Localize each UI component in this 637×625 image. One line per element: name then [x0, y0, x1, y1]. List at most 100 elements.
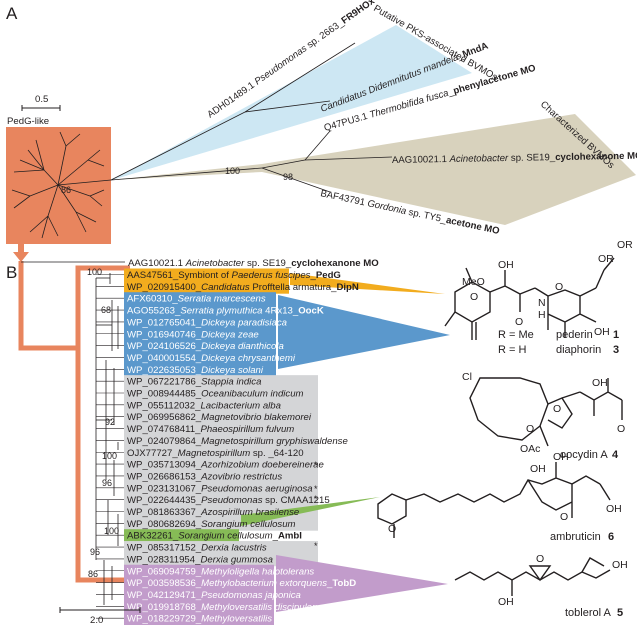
- characterized-bvmo-band: [112, 114, 636, 225]
- pederin-name: pederin: [556, 329, 593, 341]
- oocydin-cl: Cl: [462, 371, 472, 383]
- panel-a-branches: [110, 42, 393, 193]
- scale-bar-a-label: 0.5: [35, 94, 48, 105]
- toblerol-o: O: [536, 553, 544, 565]
- panel-b-label: B: [6, 263, 17, 282]
- scale-bar-b-label: 2.0: [90, 615, 103, 625]
- leaf-ped-1: WP_020915400_Candidatus Profftella armat…: [127, 282, 359, 293]
- unrooted-tree: [11, 131, 112, 239]
- bootstrap-b-1: 68: [101, 305, 111, 315]
- leaf-tob-2: WP_042129471_Pseudomonas japonica: [127, 590, 301, 601]
- diaphorin-r2: R = H: [498, 344, 526, 356]
- pederin-ome: MeO: [462, 276, 485, 288]
- pederin-or-1: OR: [598, 253, 614, 265]
- oocydin-number: 4: [612, 449, 619, 461]
- leaf-outgroup-cyclohexanone: AAG10021.1 Acinetobacter sp. SE19_cycloh…: [128, 258, 379, 269]
- leaf-ooc-5: WP_040001554_Dickeya chrysanthemi: [127, 353, 296, 364]
- leaf-gray1-0: WP_067221786_Stappia indica: [127, 377, 261, 388]
- ambruticin-name: ambruticin: [550, 531, 601, 543]
- panel-a-label: A: [6, 4, 18, 23]
- toblerol-oh-1: OH: [498, 596, 514, 608]
- pederin-or-2: OR: [617, 239, 633, 251]
- pederin-o-3: O: [470, 291, 478, 303]
- leaf-gray1-8: WP_026686153_Azovibrio restrictus: [127, 471, 282, 482]
- leaf-gray1-3: WP_069956862_Magnetovibrio blakemorei: [127, 412, 312, 423]
- ambruticin-structure: O OH OH O OH ambruticin 6: [377, 451, 622, 543]
- bootstrap-a-inner: 86: [61, 185, 71, 195]
- diaphorin-number: 3: [613, 344, 619, 356]
- toblerol-structure: OH O OH toblerol A 5: [454, 553, 628, 619]
- gray1-clade-box: [124, 375, 318, 531]
- pederin-o-1: O: [515, 316, 523, 328]
- oocydin-o-ring: O: [553, 403, 561, 415]
- ooc-clade-box: [124, 292, 276, 377]
- pederin-n: N: [538, 297, 546, 309]
- leaf-gray1-11: WP_081863367_Azospirillum brasilense: [127, 507, 299, 518]
- bootstrap-a-char: 98: [283, 172, 293, 182]
- leaf-gray1-12: WP_080682694_Sorangium cellulosum: [127, 519, 296, 530]
- asterisk-4: *: [314, 541, 318, 551]
- asterisk-1: *: [314, 460, 318, 470]
- pederin-oh-1: OH: [498, 259, 514, 271]
- pederin-structure: MeO OH N H O O O OH OR OR R = Me pederin…: [444, 239, 633, 356]
- ped-wedge: [290, 273, 445, 294]
- ambruticin-o-1: O: [388, 523, 396, 535]
- leaf-amb-0: ABK32261_Sorangium cellulosum_AmbI: [127, 531, 302, 542]
- tob-wedge: [276, 555, 448, 612]
- ooc-wedge: [278, 295, 450, 369]
- pederin-r1: R = Me: [498, 329, 534, 341]
- bootstrap-b-6: 96: [90, 547, 100, 557]
- leaf-tob-0: WP_069094759_Methyloligella halotolerans: [127, 566, 314, 577]
- connector-stem: [18, 244, 24, 254]
- leaf-gray2-1: WP_028311954_Derxia gummosa: [127, 554, 273, 565]
- bootstrap-b-0: 100: [87, 267, 102, 277]
- oocydin-o-lactone: O: [526, 423, 534, 435]
- leaf-ooc-1: AGO55263_Serratia plymuthica 4Rx13_OocK: [127, 306, 324, 317]
- amb-clade-box: [124, 529, 239, 543]
- ambruticin-number: 6: [608, 531, 614, 543]
- ambruticin-oh-2: OH: [530, 463, 546, 475]
- connector-arrow-head: [13, 252, 29, 262]
- bootstrap-b-7: 86: [88, 569, 98, 579]
- toblerol-number: 5: [617, 607, 623, 619]
- oocydin-name: oocydin A: [560, 449, 608, 461]
- amb-wedge: [241, 497, 380, 526]
- ambruticin-oh-3: OH: [606, 503, 622, 515]
- leaf-gray1-4: WP_074768411_Phaeospirillum fulvum: [127, 424, 294, 435]
- leaf-gray1-10: WP_022644435_Pseudomonas sp. CMAA1215: [127, 495, 330, 506]
- ambruticin-o-2: O: [560, 511, 568, 523]
- leaf-gray2-0: WP_085317152_Derxia lacustris: [127, 543, 267, 554]
- leaf-ooc-6: WP_022635053_Dickeya solani: [127, 365, 264, 376]
- leaf-ooc-0: AFX60310_Serratia marcescens: [127, 294, 266, 305]
- leaf-gray1-2: WP_055112032_Lacibacterium alba: [127, 400, 281, 411]
- asterisk-3: *: [314, 494, 318, 504]
- toblerol-oh-2: OH: [612, 559, 628, 571]
- bootstrap-b-3: 100: [102, 451, 117, 461]
- leaf-gray1-1: WP_008944485_Oceanibaculum indicum: [127, 389, 304, 400]
- leaf-ooc-3: WP_016940746_Dickeya zeae: [127, 329, 259, 340]
- oocydin-structure: Cl OAc O O OH O oocydin A 4: [462, 371, 625, 461]
- pks-bvmo-band: [112, 25, 472, 180]
- pederin-h: H: [538, 309, 546, 321]
- leaf-gray1-7: WP_035713094_Azorhizobium doebereinerae: [127, 460, 324, 471]
- bootstrap-b-4: 96: [102, 478, 112, 488]
- bootstrap-a-root: 100: [225, 166, 240, 176]
- oocydin-oac: OAc: [520, 443, 540, 455]
- pederin-number: 1: [613, 329, 619, 341]
- toblerol-name: toblerol A: [565, 607, 612, 619]
- leaf-tob-3: WP_019918768_Methyloversatilis discipulo…: [127, 602, 329, 613]
- tob-clade-box: [124, 564, 274, 625]
- leaf-ticks: [96, 274, 124, 619]
- ped-clade-box: [124, 268, 289, 294]
- leaf-gray1-6: OJX77727_Magnetospirillum sp. _64-120: [127, 448, 304, 459]
- pederin-oh-2: OH: [594, 326, 610, 338]
- leaf-tob-4: WP_018229729_Methyloversatilis universal…: [127, 614, 320, 625]
- ambruticin-oh-1: OH: [553, 451, 569, 463]
- leaf-tob-1: WP_003598536_Methylobacterium extorquens…: [127, 578, 356, 589]
- leaf-ped-0: AAS47561_Symbiont of Paederus fuscipes_P…: [127, 270, 341, 281]
- asterisk-2: *: [314, 484, 318, 494]
- leaf-gray1-9: WP_023131067_Pseudomonas aeruginosa: [127, 483, 313, 494]
- bootstrap-b-2: 92: [105, 417, 115, 427]
- leaf-ooc-2: WP_012765041_Dickeya paradisiaca: [127, 317, 287, 328]
